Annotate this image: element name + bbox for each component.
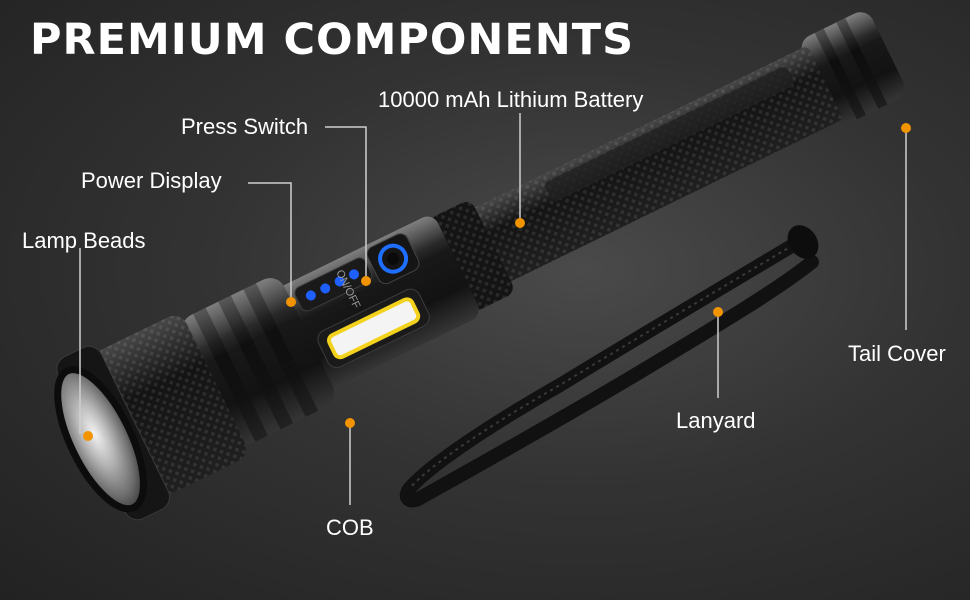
callout-dots xyxy=(83,123,911,441)
power-display-label: Power Display xyxy=(81,168,222,193)
callout-dot-lamp-beads xyxy=(83,431,93,441)
callout-dot-lanyard xyxy=(713,307,723,317)
callout-dot-power-display xyxy=(286,297,296,307)
power-led xyxy=(349,269,360,280)
page-title: PREMIUM COMPONENTS xyxy=(30,15,635,65)
head-section xyxy=(56,278,335,521)
press-switch-label: Press Switch xyxy=(181,114,309,139)
collar-ring xyxy=(430,202,513,310)
callout-dot-battery xyxy=(515,218,525,228)
cob-label: COB xyxy=(326,515,374,540)
callout-line-power-display xyxy=(248,182,292,300)
power-led xyxy=(305,290,316,301)
power-led xyxy=(334,276,345,287)
battery-label: 10000 mAh Lithium Battery xyxy=(378,87,644,112)
flashlight xyxy=(54,12,905,521)
lanyard-strap xyxy=(399,225,819,508)
lens xyxy=(57,369,144,509)
callout-dot-press-switch xyxy=(361,276,371,286)
lanyard-label: Lanyard xyxy=(676,408,756,433)
battery-tube xyxy=(469,47,842,283)
callout-dot-tail-cover xyxy=(901,123,911,133)
lamp-beads-label: Lamp Beads xyxy=(22,228,146,253)
tail-cover-label: Tail Cover xyxy=(848,341,946,366)
cob-light-strip xyxy=(327,297,421,360)
callout-lines xyxy=(79,113,907,505)
switch-section xyxy=(276,216,479,390)
power-led xyxy=(320,283,331,294)
power-switch-ring xyxy=(378,243,409,274)
callout-dot-cob xyxy=(345,418,355,428)
callout-line-press-switch xyxy=(325,126,367,278)
